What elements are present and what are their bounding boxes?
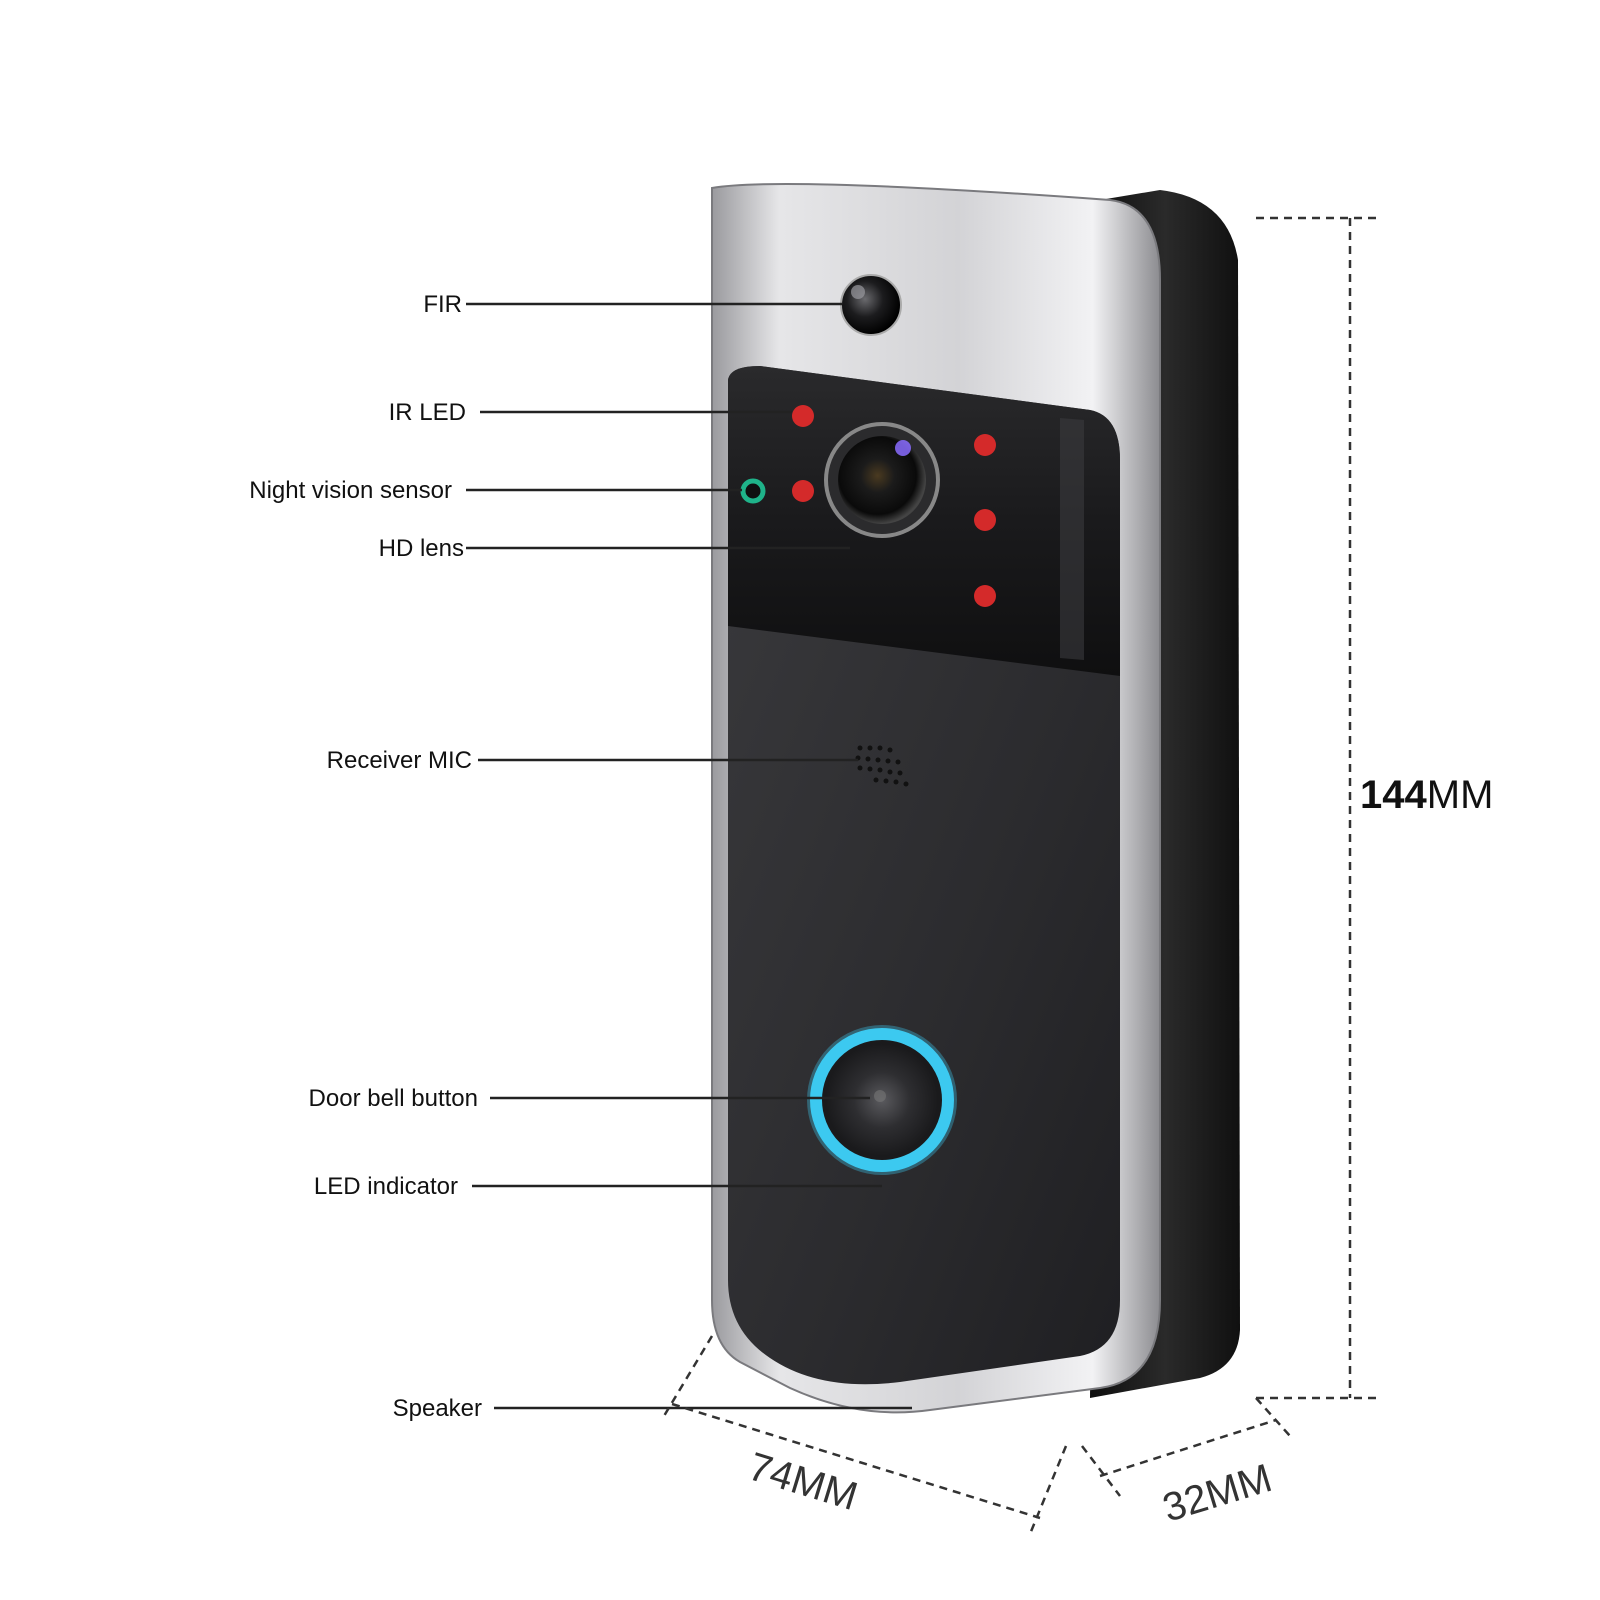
label-led-indicator: LED indicator: [314, 1173, 458, 1200]
glass-highlight: [1060, 418, 1084, 660]
height-dimension-label: 144MM: [1360, 773, 1493, 817]
receiver-mic-holes: [855, 745, 909, 787]
label-ir-led: IR LED: [389, 399, 466, 426]
doorbell-device: [711, 183, 1240, 1414]
depth-dim-left-tick: [1081, 1445, 1121, 1497]
depth-dim-line: [1099, 1418, 1277, 1478]
label-fir: FIR: [423, 291, 462, 318]
ir-led: [974, 509, 996, 531]
label-speaker: Speaker: [393, 1395, 482, 1422]
callout-labels: FIR IR LED Night vision sensor HD lens R…: [249, 291, 482, 1422]
hd-lens: [838, 436, 926, 524]
width-dim-line: [671, 1402, 1041, 1520]
height-value: 144: [1360, 773, 1427, 817]
callouts: [466, 302, 912, 1410]
ir-led-group: [792, 405, 996, 607]
ir-led: [974, 585, 996, 607]
label-door-bell-button: Door bell button: [309, 1085, 478, 1112]
ir-led: [974, 434, 996, 456]
label-hd-lens: HD lens: [379, 535, 464, 562]
fir-sensor-highlight: [851, 285, 865, 299]
width-dim-right-tick: [1028, 1445, 1068, 1535]
hd-lens-glint: [895, 440, 911, 456]
depth-dim-right-tick: [1255, 1397, 1291, 1437]
label-receiver-mic: Receiver MIC: [327, 747, 472, 774]
width-dimension-label: 74MM: [743, 1445, 862, 1520]
label-night-vision-sensor: Night vision sensor: [249, 477, 452, 504]
ir-led: [792, 480, 814, 502]
ir-led: [792, 405, 814, 427]
depth-dimension-label: 32MM: [1158, 1456, 1277, 1531]
fir-sensor: [840, 274, 902, 336]
camera-glass-panel: [728, 366, 1120, 676]
night-vision-sensor: [740, 478, 766, 504]
dimension-lines: [662, 216, 1376, 1535]
door-bell-button-center: [874, 1090, 886, 1102]
width-dim-left-tick: [662, 1335, 714, 1417]
height-unit: MM: [1427, 773, 1494, 817]
